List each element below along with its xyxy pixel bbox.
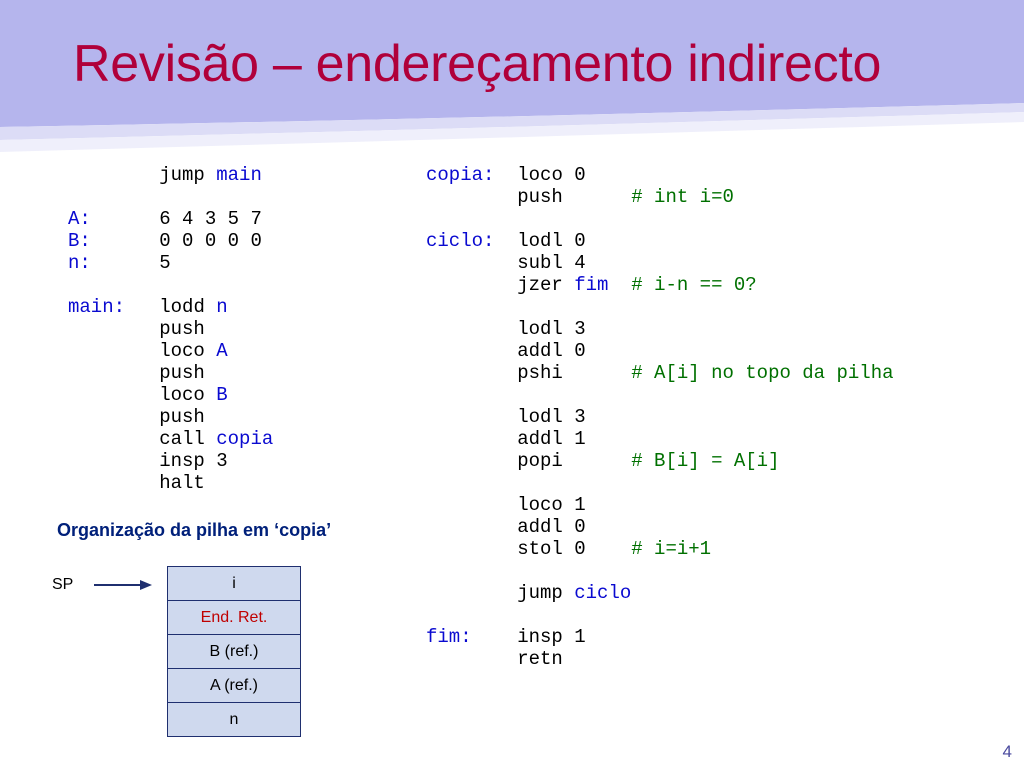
code-op: stol 0 (517, 538, 586, 560)
code-ref: A (216, 340, 228, 362)
code-op: call (159, 428, 205, 450)
code-op: addl 1 (517, 428, 586, 450)
array-values: 0 0 0 0 0 (159, 230, 262, 252)
stack-cell-b-ref: B (ref.) (167, 634, 301, 669)
code-op: loco 0 (517, 164, 586, 186)
code-label: B: (68, 230, 91, 252)
code-op: jump (159, 164, 205, 186)
code-op: addl 0 (517, 340, 586, 362)
code-op: jump (517, 582, 563, 604)
code-op: popi (517, 450, 563, 472)
stack-pointer-arrow-icon (94, 580, 152, 590)
code-label: n: (68, 252, 91, 274)
array-values: 6 4 3 5 7 (159, 208, 262, 230)
code-op: loco (159, 384, 205, 406)
banner-shape (0, 0, 1024, 152)
code-ref: B (216, 384, 228, 406)
code-op: insp 3 (159, 450, 228, 472)
code-op: lodl 0 (517, 230, 586, 252)
copia-function-code: copia: loco 0 push # int i=0 ciclo: lodl… (426, 164, 894, 670)
main-program-code: jump main A: 6 4 3 5 7 B: 0 0 0 0 0 n: 5… (68, 164, 273, 494)
code-op: loco (159, 340, 205, 362)
code-label: main: (68, 296, 126, 318)
code-ref: copia (216, 428, 274, 450)
stack-cell-a-ref: A (ref.) (167, 668, 301, 703)
code-ref: fim (574, 274, 609, 296)
code-op: pshi (517, 362, 563, 384)
code-op: push (159, 406, 205, 428)
stack-cell-return-address: End. Ret. (167, 600, 301, 635)
code-label: fim: (426, 626, 472, 648)
code-op: loco 1 (517, 494, 586, 516)
code-comment: # int i=0 (631, 186, 734, 208)
code-op: subl 4 (517, 252, 586, 274)
code-op: insp 1 (517, 626, 586, 648)
code-label: ciclo: (426, 230, 495, 252)
code-comment: # A[i] no topo da pilha (631, 362, 894, 384)
variable-value: 5 (159, 252, 171, 274)
stack-caption: Organização da pilha em ‘copia’ (57, 520, 332, 540)
code-comment: # i=i+1 (631, 538, 712, 560)
code-op: jzer (517, 274, 563, 296)
code-op: retn (517, 648, 563, 670)
code-ref: n (216, 296, 228, 318)
code-label: A: (68, 208, 91, 230)
code-comment: # B[i] = A[i] (631, 450, 780, 472)
code-ref: ciclo (574, 582, 632, 604)
code-op: lodd (159, 296, 205, 318)
code-op: lodl 3 (517, 318, 586, 340)
code-op: halt (159, 472, 205, 494)
slide-title: Revisão – endereçamento indirecto (73, 35, 882, 93)
code-comment: # i-n == 0? (631, 274, 757, 296)
title-banner (0, 0, 1024, 152)
stack-cell-i: i (167, 566, 301, 601)
code-op: push (517, 186, 563, 208)
code-op: push (159, 362, 205, 384)
page-number: 4 (1002, 742, 1012, 761)
stack-pointer-label: SP (52, 576, 74, 593)
stack-cell-n: n (167, 702, 301, 737)
code-op: addl 0 (517, 516, 586, 538)
code-ref: main (216, 164, 262, 186)
code-op: push (159, 318, 205, 340)
code-op: lodl 3 (517, 406, 586, 428)
stack-diagram: i End. Ret. B (ref.) A (ref.) n (167, 566, 301, 737)
code-label: copia: (426, 164, 495, 186)
